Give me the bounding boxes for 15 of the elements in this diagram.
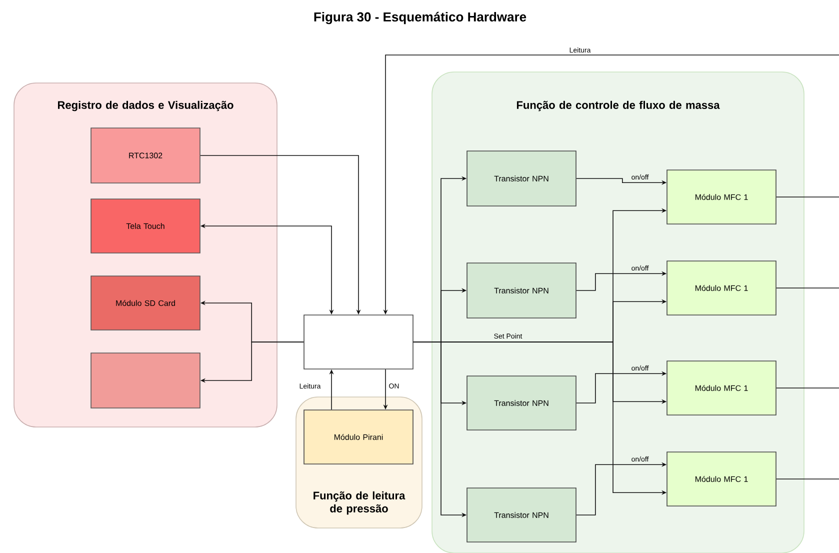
module-box: Módulo MFC 1 <box>666 452 776 506</box>
module-box: Tela Touch <box>90 198 200 254</box>
figure-title: Figura 30 - Esquemático Hardware <box>314 12 526 24</box>
module-box: Transistor NPN <box>466 150 576 206</box>
module-box: Módulo Pirani <box>304 410 414 464</box>
module-box: Módulo MFC 1 <box>666 360 776 416</box>
module-box: RTC1302 <box>90 128 200 184</box>
module-box <box>90 352 200 408</box>
module-box: Módulo SD Card <box>90 276 200 330</box>
module-box: Transistor NPN <box>466 488 576 542</box>
module-box: Transistor NPN <box>466 376 576 430</box>
module-box: Módulo MFC 1 <box>666 260 776 316</box>
module-box <box>304 314 414 370</box>
module-box: Transistor NPN <box>466 262 576 318</box>
module-box: Módulo MFC 1 <box>666 170 776 224</box>
